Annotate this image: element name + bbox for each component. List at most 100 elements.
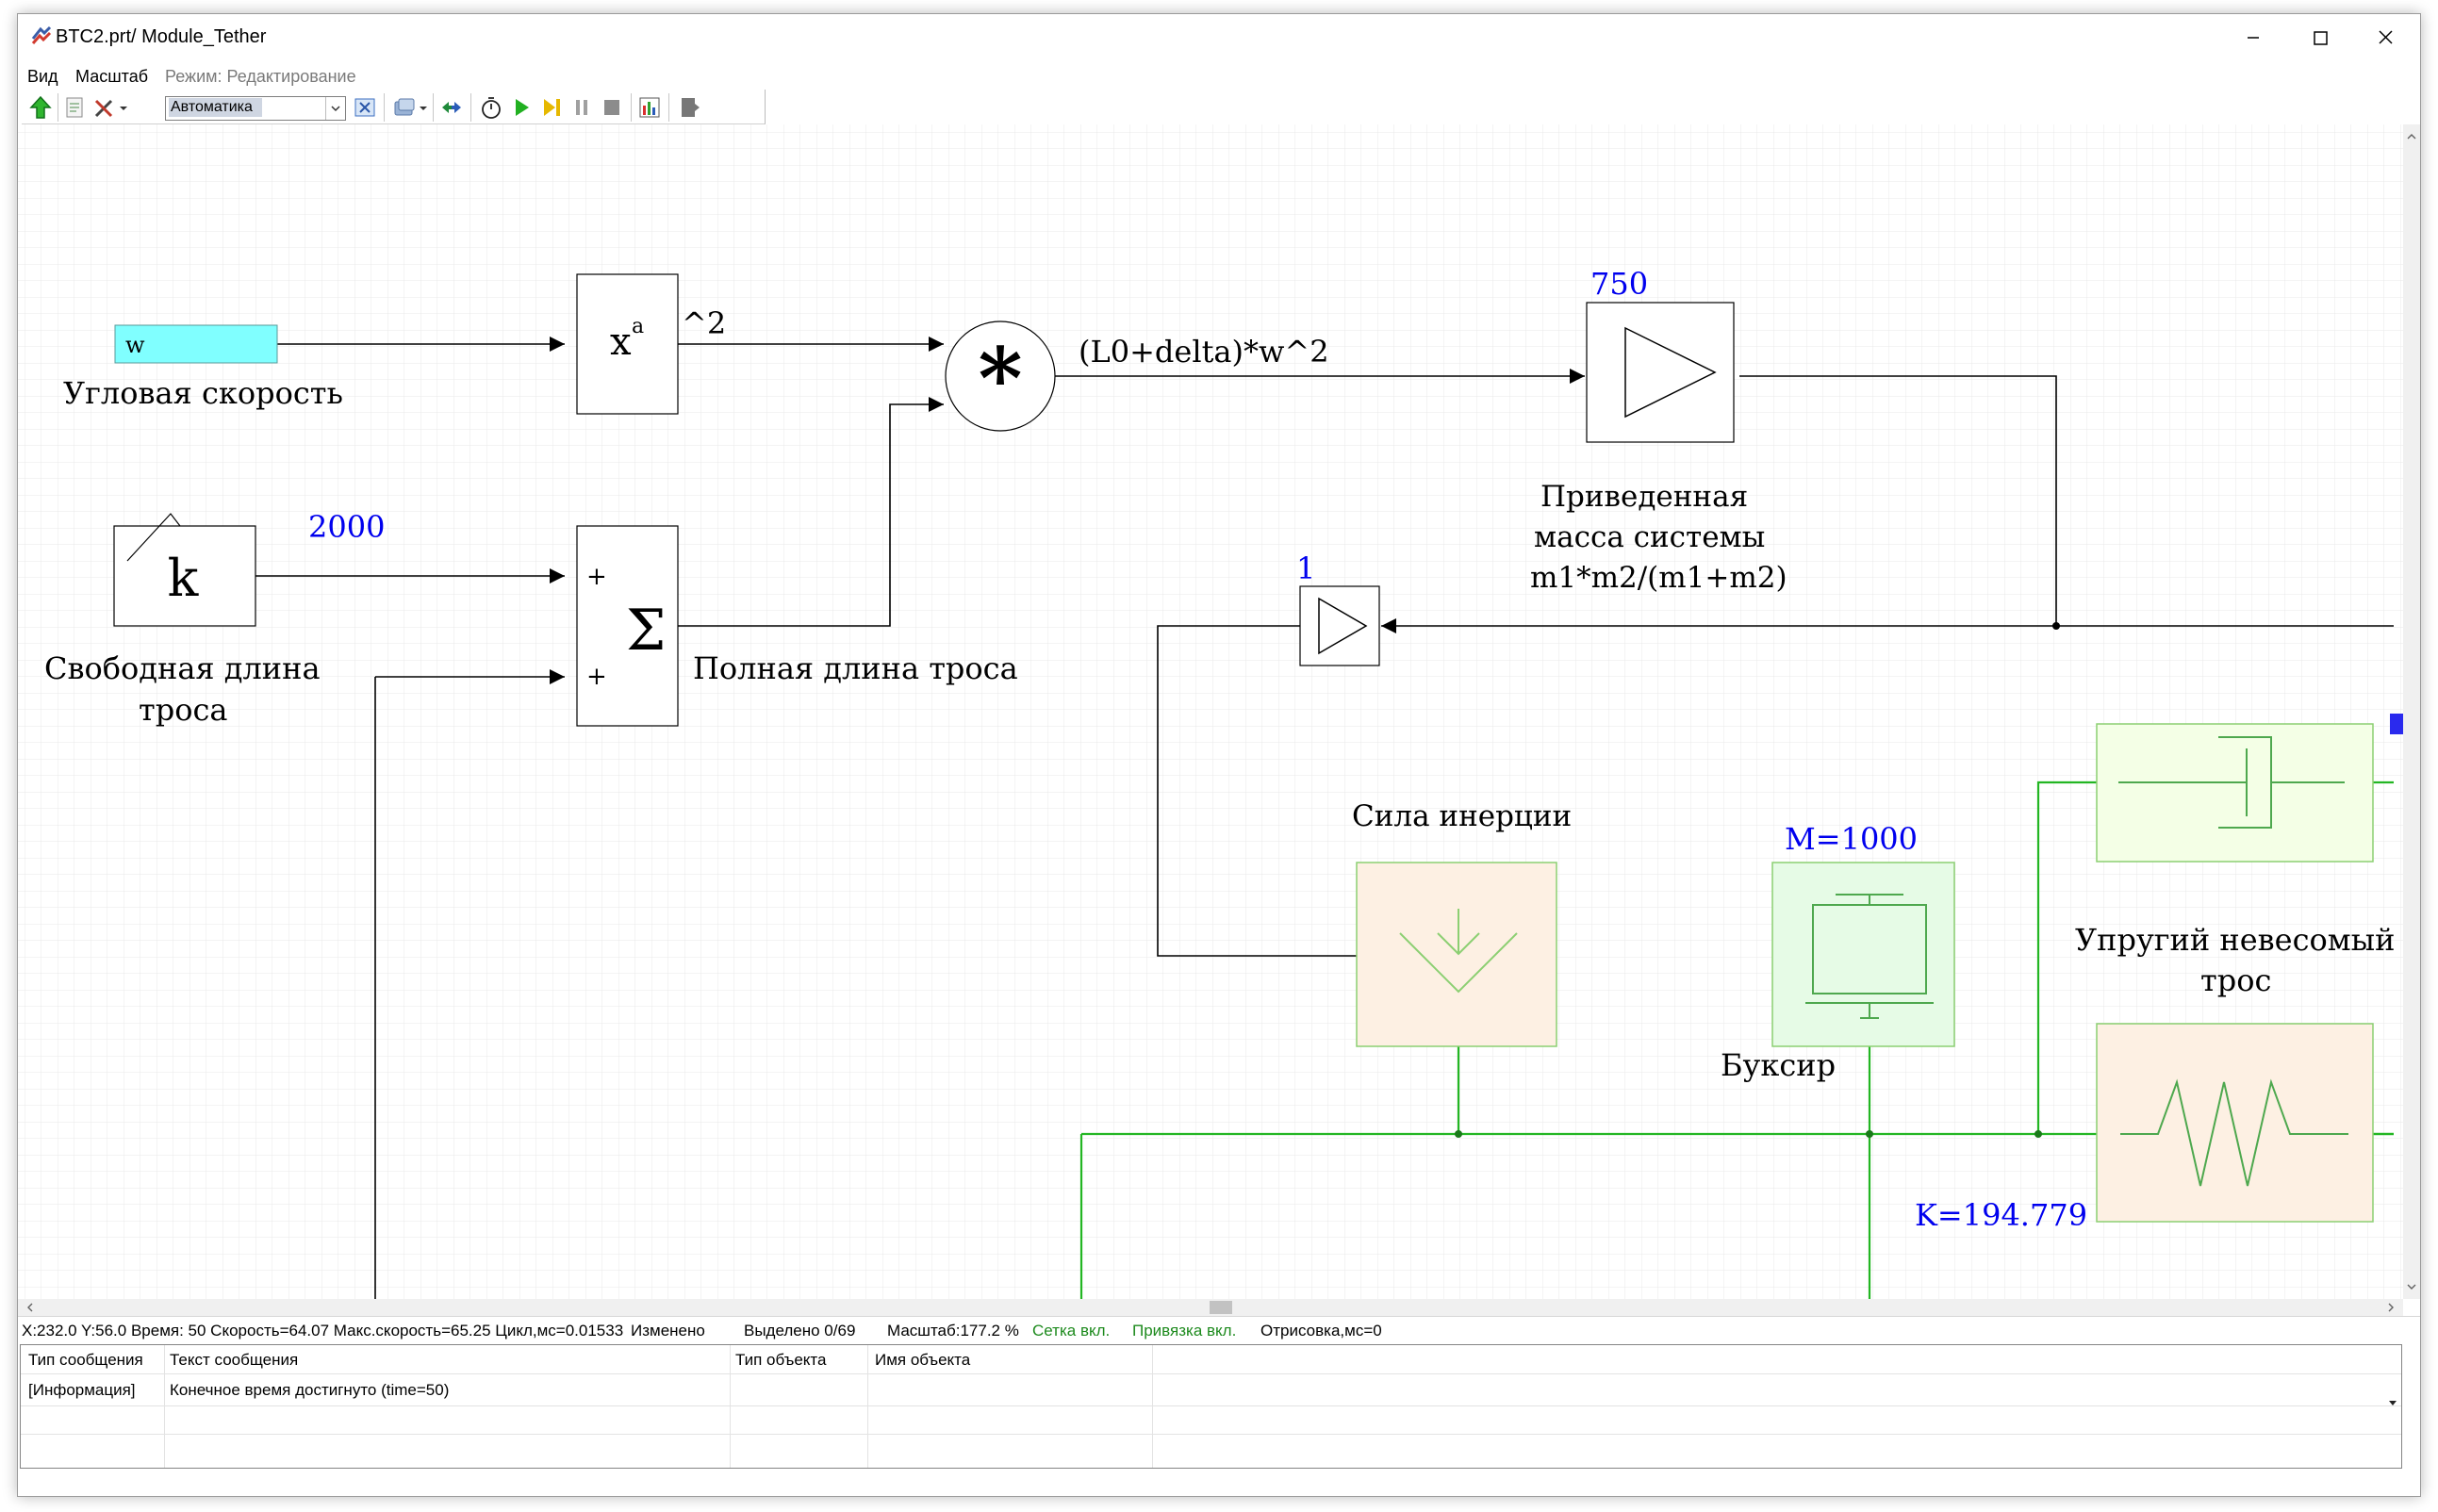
chevron-down-icon[interactable] [118,94,129,121]
chevron-right-icon [2388,1303,2394,1312]
product-symbol: * [978,329,1022,429]
solver-select-value: Автоматика [169,98,262,117]
sum-plus-1: + [586,563,607,591]
up-arrow-icon[interactable] [27,94,54,121]
status-modified: Изменено [631,1322,705,1339]
spring-icon [2120,1078,2348,1187]
play-icon[interactable] [508,94,535,121]
close-icon [2379,30,2393,44]
msg-header-type: Тип сообщения [28,1351,143,1369]
gain-750-value: 750 [1590,266,1648,302]
document-icon[interactable] [61,94,88,121]
power-output-label: ^2 [682,305,726,341]
stopwatch-icon[interactable] [478,94,504,121]
status-render: Отрисовка,мс=0 [1260,1322,1382,1339]
chevron-down-icon [2407,1284,2416,1290]
elastic-tether-line1: Упругий невесомый [2075,922,2395,958]
reduced-mass-line3: m1*m2/(m1+m2) [1530,561,1787,595]
msg-header-obj-type: Тип объекта [735,1351,827,1369]
msg-row-type[interactable]: [Информация] [28,1381,136,1399]
mass-value: M=1000 [1785,821,1918,857]
power-block-symbol: x [610,320,632,364]
stiffness-value: K=194.779 [1915,1197,2087,1233]
gain-block-750[interactable] [1586,302,1735,443]
power-junctions [1455,1130,2042,1138]
status-coords: X:232.0 Y:56.0 Время: 50 Скорость=64.07 … [22,1322,624,1339]
damper-icon [2118,736,2345,829]
step-icon[interactable] [538,94,565,121]
inertia-force-label: Сила инерции [1352,799,1572,833]
offscreen-label-fragment [2390,714,2403,734]
minimize-button[interactable] [2220,14,2286,61]
signal-wires [255,337,2394,1299]
maximize-icon [2314,31,2328,45]
chevron-up-icon [2407,134,2416,140]
chevron-down-icon[interactable] [418,94,429,121]
chart-icon[interactable] [636,94,663,121]
close-button[interactable] [2352,14,2418,61]
window-title: BTC2.prt/ Module_Tether [56,26,267,47]
inertia-force-block[interactable] [1356,862,1557,1047]
mass-block[interactable] [1771,862,1955,1047]
msg-header-obj-name: Имя объекта [875,1351,971,1369]
message-panel: Тип сообщения Текст сообщения Тип объект… [20,1344,2402,1469]
power-block[interactable] [576,273,679,415]
mode-indicator: Режим: Редактирование [165,67,356,86]
gain-triangle-icon [1624,326,1717,419]
sum-block[interactable] [576,525,679,727]
solver-select[interactable]: Автоматика [165,96,346,121]
msg-row-text[interactable]: Конечное время достигнуто (time=50) [170,1381,450,1399]
full-length-label: Полная длина троса [693,650,1018,686]
title-bar: BTC2.prt/ Module_Tether [18,14,2420,61]
msg-header-text: Текст сообщения [170,1351,299,1369]
status-snap: Привязка вкл. [1132,1322,1237,1339]
status-grid: Сетка вкл. [1032,1322,1111,1339]
pause-icon[interactable] [568,94,595,121]
maximize-button[interactable] [2286,14,2352,61]
export-icon[interactable] [676,94,702,121]
menu-scale[interactable]: Масштаб [75,67,149,86]
toolbar: Автоматика [22,90,766,124]
reset-icon[interactable] [352,94,378,121]
angular-speed-label: Угловая скорость [63,375,343,411]
diagram-canvas[interactable]: w Угловая скорость x a ^2 * (L0+delta)*w… [18,124,2403,1299]
const-value: 2000 [308,509,385,545]
menu-view[interactable]: Вид [27,67,58,86]
horizontal-scrollbar[interactable] [18,1299,2403,1316]
chevron-left-icon [27,1303,33,1312]
reduced-mass-line1: Приведенная [1540,480,1748,514]
sum-symbol: Σ [626,598,666,664]
grid-background [18,124,2403,1299]
product-output-label: (L0+delta)*w^2 [1079,334,1329,370]
const-symbol: k [168,549,200,608]
sync-icon[interactable] [438,94,465,121]
mass-icon [1805,894,1934,1019]
tools-icon[interactable] [91,94,118,121]
tug-label: Буксир [1721,1047,1836,1083]
free-length-line1: Свободная длина [44,650,321,686]
app-window: BTC2.prt/ Module_Tether Вид Масштаб Режи… [17,13,2421,1497]
spring-block[interactable] [2096,1023,2374,1223]
sum-plus-2: + [586,663,607,691]
free-length-line2: троса [139,692,227,728]
minimize-icon [2248,37,2259,39]
angular-speed-input[interactable] [114,324,278,364]
damper-block[interactable] [2096,723,2374,863]
inertia-arrow-icon [1399,909,1518,994]
slider-handle-icon [126,513,181,562]
stop-icon[interactable] [599,94,625,121]
layers-icon[interactable] [391,94,418,121]
gain-1-value: 1 [1296,551,1315,586]
scroll-thumb[interactable] [1210,1301,1232,1314]
gain-triangle-icon [1318,597,1368,655]
status-bar: X:232.0 Y:56.0 Время: 50 Скорость=64.07 … [18,1316,2420,1343]
input-w-label: w [125,332,145,358]
vertical-scrollbar[interactable] [2403,124,2420,1299]
elastic-tether-line2: трос [2200,962,2271,998]
chevron-down-icon[interactable] [2386,1396,2399,1409]
power-block-exponent: a [632,315,644,338]
const-block[interactable] [113,525,256,627]
status-zoom: Масштаб:177.2 % [887,1322,1019,1339]
product-block[interactable] [945,320,1056,432]
junction-dot [2052,622,2060,630]
